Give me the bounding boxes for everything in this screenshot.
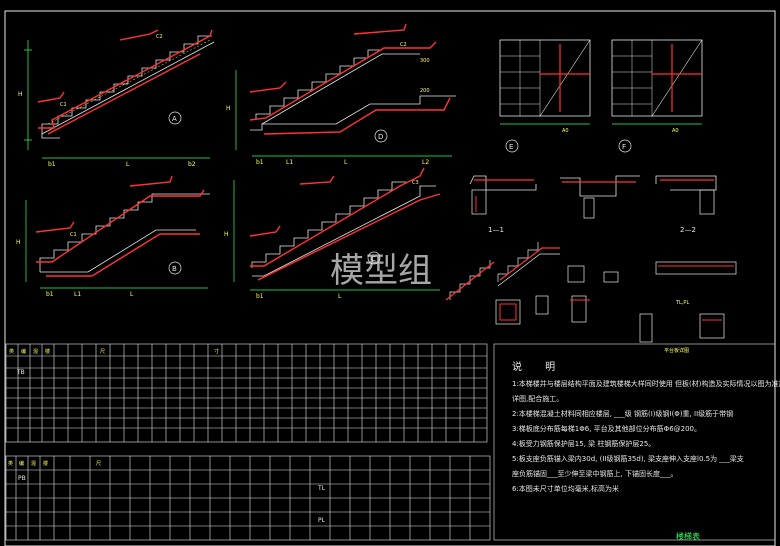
dim-l-d: L bbox=[344, 159, 348, 166]
detail-label-c: C bbox=[371, 255, 376, 263]
notes-line-4: 3:梯板底分布筋每梯1Φ6, 平台及其他部位分布筋Φ6@200。 bbox=[512, 425, 702, 433]
stair-small-detail-2 bbox=[497, 242, 560, 315]
platform-detail: TL,PL 平台板详图 bbox=[639, 261, 737, 354]
dim-c2-a: C2 bbox=[156, 34, 163, 40]
lower-table-row-tl: TL bbox=[317, 485, 326, 492]
notes-line-5: 4:板受力钢筋保护层15, 梁 柱钢筋保护层25。 bbox=[512, 440, 656, 448]
dim-b1-d: b1 bbox=[256, 159, 264, 166]
lower-table-row-pl: PL bbox=[318, 517, 326, 524]
detail-label-a: A bbox=[172, 115, 177, 123]
detail-label-f: F bbox=[622, 143, 626, 151]
stair-detail-c: H C b1 L C3 bbox=[224, 167, 441, 300]
section-2-2: 2—2 bbox=[655, 175, 717, 234]
dim-a0-f: A0 bbox=[672, 128, 679, 134]
lower-table-h2: 混 bbox=[31, 460, 36, 467]
section-label-1-1: 1—1 bbox=[488, 226, 504, 234]
notes-line-6: 5:板支座负筋锚入梁内30d, (II级钢筋35d), 梁支座伸入支座l0.5为… bbox=[512, 455, 744, 463]
section-1-1: 1—1 bbox=[469, 175, 537, 234]
stair-small-detail-1 bbox=[445, 260, 521, 325]
upper-table-h2: 混 bbox=[33, 348, 38, 355]
dim-l-c: L bbox=[338, 293, 342, 300]
notes-line-2: 详图,配合施工。 bbox=[512, 395, 564, 403]
platform-detail-label: 平台板详图 bbox=[664, 347, 689, 354]
notes-frame bbox=[493, 343, 776, 541]
dim-h-c: H bbox=[224, 231, 229, 238]
stair-plan-f: A0 F bbox=[611, 39, 703, 153]
dim-a0-e: A0 bbox=[562, 128, 569, 134]
table-title: 楼梯表 bbox=[676, 532, 700, 541]
upper-table-h4: 尺 bbox=[100, 349, 105, 355]
dim-c1-a: C1 bbox=[60, 102, 67, 108]
detail-label-b: B bbox=[172, 265, 177, 273]
drawing-frame bbox=[4, 10, 776, 546]
notes-line-8: 6:本图未尺寸单位均毫米,标高为米 bbox=[512, 485, 620, 493]
notes-title: 说 明 bbox=[512, 362, 566, 373]
upper-table-h1: 编 bbox=[21, 348, 26, 355]
dim-300-d: 300 bbox=[420, 58, 430, 64]
dim-l1-d: L1 bbox=[286, 159, 293, 166]
dim-l2-d: L2 bbox=[422, 159, 429, 166]
dim-b1-c: b1 bbox=[256, 293, 264, 300]
detail-beam-small bbox=[560, 175, 640, 219]
notes-line-7: 座负筋锚固___至少伸至梁中钢筋上, 下锚固长度___。 bbox=[512, 470, 678, 478]
dim-l-a: L bbox=[126, 161, 130, 168]
dim-h-d: H bbox=[226, 105, 231, 112]
lower-table-h1: 编 bbox=[19, 460, 24, 467]
tl-pl-label: TL,PL bbox=[675, 300, 689, 306]
stair-detail-b: H B b1 L1 L C1 bbox=[16, 175, 210, 298]
lower-table-h0: 类 bbox=[8, 460, 13, 467]
detail-label-e: E bbox=[509, 143, 513, 151]
dim-l1-b: L1 bbox=[74, 291, 81, 298]
dim-c3-c: C3 bbox=[412, 180, 419, 186]
detail-label-d: D bbox=[378, 133, 383, 141]
lower-table-h4: 尺 bbox=[96, 461, 101, 467]
dim-b2-a: b2 bbox=[188, 161, 196, 168]
upper-table-h0: 类 bbox=[9, 348, 14, 355]
dim-200-d: 200 bbox=[420, 88, 430, 94]
section-label-2-2: 2—2 bbox=[680, 226, 696, 234]
stair-small-detail-3 bbox=[567, 265, 619, 323]
lower-table-h3: 楼 bbox=[43, 460, 48, 467]
upper-table-h3: 楼 bbox=[45, 348, 50, 355]
stair-plan-e: A0 E bbox=[499, 39, 591, 153]
dim-b1-a: b1 bbox=[48, 161, 56, 168]
design-notes: 说 明 1:本梯楼并与楼层结构平面及建筑楼梯大样同时使用 但板(材)构造及实际情… bbox=[512, 360, 780, 497]
upper-schedule-table bbox=[5, 343, 488, 443]
stair-detail-d: H D b1 L1 L L2 C2 300 200 bbox=[226, 23, 456, 166]
notes-line-1: 1:本梯楼并与楼层结构平面及建筑楼梯大样同时使用 但板(材)构造及实际情况以图为… bbox=[512, 380, 780, 388]
notes-line-3: 2:本楼梯混凝土材料同相应楼层, ___级 钢筋(I)级钢I(Φ)重, II级筋… bbox=[512, 410, 734, 418]
stair-detail-a: H A b1 L b2 C1 C2 bbox=[18, 29, 215, 168]
dim-b1-b: b1 bbox=[46, 291, 54, 298]
dim-h-b: H bbox=[16, 239, 21, 246]
dim-c1-b: C1 bbox=[70, 232, 77, 238]
dim-h-a: H bbox=[18, 91, 23, 98]
dim-c2-d: C2 bbox=[400, 42, 407, 48]
lower-schedule-table bbox=[5, 455, 491, 541]
upper-table-h6: 寸 bbox=[214, 348, 219, 355]
dim-l-b: L bbox=[130, 291, 134, 298]
upper-table-row-tb: TB bbox=[16, 369, 25, 376]
lower-table-row-pb: PB bbox=[18, 475, 26, 482]
watermark: 模型组 bbox=[330, 251, 432, 291]
